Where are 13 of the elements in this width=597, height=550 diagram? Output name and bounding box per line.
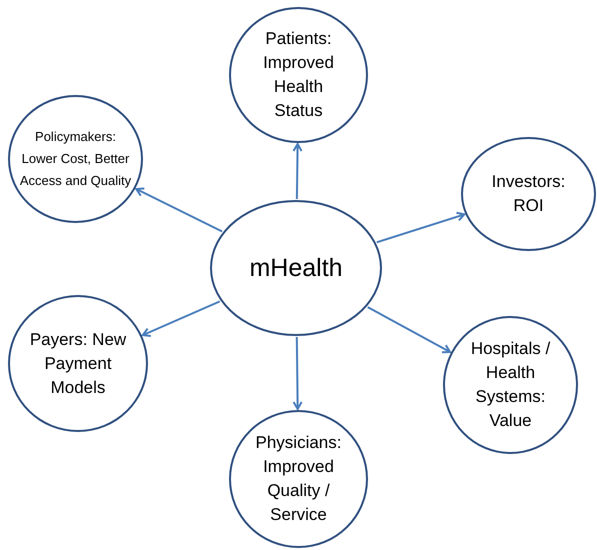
arrow: [292, 336, 303, 410]
arrow: [142, 300, 220, 337]
arrow: [135, 188, 223, 232]
node-label: mHealth: [249, 253, 343, 283]
node-label: Investors: ROI: [490, 171, 566, 217]
node-label: Patients: Improved Health Status: [262, 28, 335, 122]
node-label: Policymakers: Lower Cost, Better Access and Quality: [18, 128, 132, 190]
arrow: [367, 306, 452, 354]
arrow: [292, 143, 303, 200]
arrow: [376, 212, 466, 244]
node-label: Payers: New Payment Models: [28, 328, 128, 398]
node-label: Physicians: Improved Quality / Service: [254, 432, 342, 526]
node-label: Hospitals / Health Systems: Value: [470, 338, 552, 432]
